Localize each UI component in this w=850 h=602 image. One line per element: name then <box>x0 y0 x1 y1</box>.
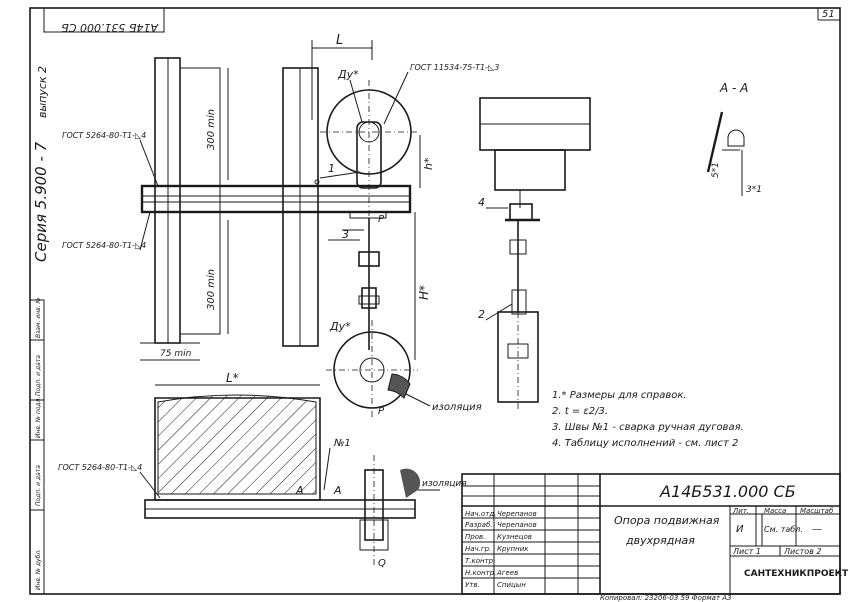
tb-lit-value: И <box>736 524 744 535</box>
section-A-left: А <box>295 484 304 497</box>
tb-name-4: Крупник <box>497 545 529 553</box>
dim-h: h* <box>422 157 435 170</box>
side-stamp: Взам. инв. № Подп. и дата Инв. № подл. П… <box>29 297 45 595</box>
tb-name-2: Черепанов <box>497 521 537 529</box>
tb-role-7: Утв. <box>465 581 480 589</box>
doc-number-rotated: А14Б 531.000 СБ <box>61 21 159 34</box>
callout-3: 3 <box>342 228 349 241</box>
dim-L: L <box>336 33 343 48</box>
dim-L-bottom: L* <box>226 371 239 385</box>
section-A-right: А <box>333 484 342 497</box>
note-3: 3. Швы №1 - сварка ручная дуговая. <box>552 422 744 433</box>
tb-col-mass: Масса <box>764 507 786 515</box>
weld-top: ГОСТ 11534-75-Т1-◺3 <box>410 63 499 72</box>
dim-300-top: 300 min <box>206 109 217 150</box>
issue-label: выпуск 2 <box>36 66 49 118</box>
tb-role-1: Нач.отд. <box>465 510 496 518</box>
title-block: Нач.отд. Черепанов Разраб. Черепанов Про… <box>461 473 849 595</box>
dim-dy-bottom: Ду* <box>329 320 351 333</box>
stamp-cell-3: Инв. № подл. <box>35 397 42 438</box>
tb-col-scale: Масштаб <box>800 507 834 515</box>
tb-col-lit: Лит. <box>732 507 749 515</box>
isolation-2: изоляция <box>422 479 467 489</box>
tb-title-1: Опора подвижная <box>614 514 720 527</box>
dim-300-bottom: 300 min <box>206 269 217 310</box>
tb-role-4: Нач.гр. <box>465 545 491 553</box>
tb-name-3: Кузнецов <box>497 533 532 541</box>
stamp-cell-1: Взам. инв. № <box>35 297 42 338</box>
section-3: 3*1 <box>746 185 762 195</box>
weld-bottom: ГОСТ 5264-80-Т1-◺4 <box>58 463 142 472</box>
load-P-top: P <box>378 214 385 225</box>
isolation-1: изоляция <box>432 402 482 413</box>
callout-1: 1 <box>328 162 335 175</box>
stamp-cell-2: Подп. и дата <box>35 355 42 396</box>
tb-scale-value: — <box>812 524 822 535</box>
footer-copy: Копировал: 23206-03 59 Формат А3 <box>600 594 732 602</box>
section-aa: А - А 5*1 3*1 <box>706 81 762 196</box>
tb-doc-code: А14Б531.000 СБ <box>659 482 796 501</box>
weld-left-2: ГОСТ 5264-80-Т1-◺4 <box>62 241 146 250</box>
page-number: 51 <box>822 9 835 20</box>
tb-sheets: Листов 2 <box>783 547 822 556</box>
dim-dy-top: Ду* <box>337 68 359 81</box>
weld-left-1: ГОСТ 5264-80-Т1-◺4 <box>62 131 146 140</box>
main-view: 300 min 300 min 75 min L Ду* ГОСТ 11534-… <box>62 33 499 420</box>
section-5: 5*1 <box>711 162 721 178</box>
bottom-plan: L* изоляция №1 ГОСТ 5264-80-Т1-◺4 А А Q <box>58 371 467 569</box>
note-2: 2. t = ε2/3. <box>552 406 608 417</box>
tb-role-6: Н.контр. <box>465 569 496 577</box>
note-1: 1.* Размеры для справок. <box>552 390 687 401</box>
callout-4: 4 <box>478 196 485 209</box>
tb-role-5: Т.контр. <box>465 557 495 565</box>
doc-number-box <box>43 7 165 33</box>
series-label: Серия 5.900 - 7 <box>32 141 50 262</box>
tb-title-2: двухрядная <box>625 534 695 547</box>
load-Q: Q <box>378 558 386 569</box>
tb-name-1: Черепанов <box>497 510 537 518</box>
tb-org: САНТЕХНИКПРОЕКТ <box>744 569 849 579</box>
stamp-cell-4: Подп. и дата <box>35 465 42 506</box>
section-title: А - А <box>719 81 748 95</box>
dim-75: 75 min <box>160 349 192 359</box>
tb-name-7: Спицын <box>497 581 526 589</box>
dim-H: H* <box>417 285 431 300</box>
stamp-cell-5: Инв. № дубл. <box>35 549 42 590</box>
side-view: 4 2 <box>478 97 591 410</box>
load-P-bottom: P <box>378 406 385 417</box>
tb-name-6: Агеев <box>496 569 518 577</box>
tb-mass-value: См. табл. <box>764 525 803 534</box>
lower-pipe <box>333 331 411 409</box>
weld-no: №1 <box>333 438 351 449</box>
tb-sheet: Лист 1 <box>732 547 761 556</box>
tb-role-2: Разраб. <box>465 521 493 529</box>
cross-channel <box>140 184 412 214</box>
tb-role-3: Пров. <box>465 533 485 541</box>
notes: 1.* Размеры для справок. 2. t = ε2/3. 3.… <box>552 390 744 449</box>
note-4: 4. Таблицу исполнений - см. лист 2 <box>552 437 738 449</box>
callout-2: 2 <box>478 308 485 321</box>
